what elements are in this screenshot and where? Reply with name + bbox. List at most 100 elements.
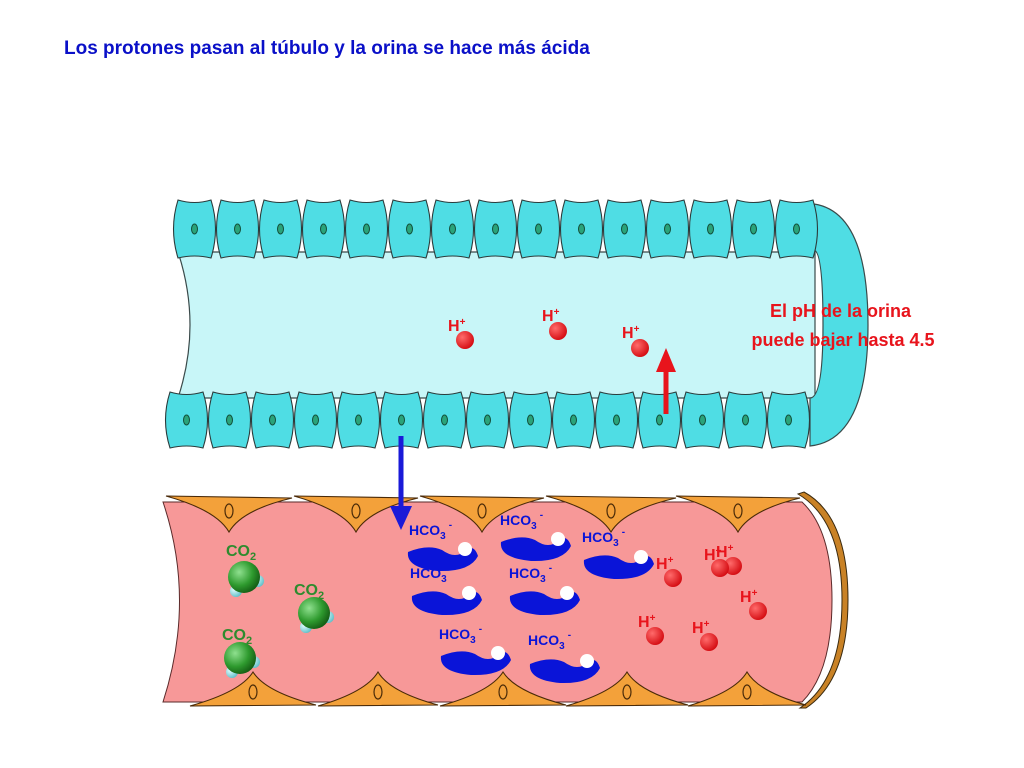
endothelial-cell	[439, 670, 567, 707]
carrier-notch	[491, 646, 505, 660]
carrier-shape	[411, 591, 482, 616]
co2-molecule: CO2	[222, 627, 260, 678]
endothelial-nucleus	[351, 503, 361, 519]
co2-label: CO2	[294, 582, 324, 602]
epithelial-cell	[293, 391, 338, 449]
endothelial-nucleus	[733, 503, 743, 519]
cell-nucleus	[535, 223, 542, 235]
epithelial-cell	[602, 199, 647, 259]
bicarbonate-charge: -	[568, 630, 571, 641]
endothelial-cell	[419, 495, 545, 534]
bicarbonate-charge: -	[549, 563, 552, 574]
bicarbonate-charge: -	[479, 624, 482, 635]
cell-nucleus	[269, 414, 276, 426]
tubule-lumen	[177, 251, 816, 399]
proton-dot	[456, 331, 474, 349]
epithelial-cell	[301, 199, 346, 259]
carrier-shape	[440, 651, 511, 676]
carrier-notch	[560, 586, 574, 600]
carrier-notch	[462, 586, 476, 600]
proton-charge: +	[728, 543, 734, 554]
bicarbonate-subscript: 3	[540, 574, 546, 585]
cell-nucleus	[707, 223, 714, 235]
epithelial-cell	[344, 199, 389, 259]
cell-nucleus	[664, 223, 671, 235]
cell-nucleus	[742, 414, 749, 426]
cell-nucleus	[277, 223, 284, 235]
co2-subscript: 2	[250, 551, 256, 563]
proton-charge: +	[634, 324, 640, 335]
endothelial-cell	[565, 670, 689, 707]
ph-annotation-line-2: puede bajar hasta 4.5	[751, 330, 934, 350]
epithelial-cell	[516, 199, 561, 259]
endothelial-nucleus	[477, 503, 487, 519]
bicarbonate-subscript: 3	[613, 538, 619, 549]
proton-charge: +	[752, 588, 758, 599]
cell-nucleus	[492, 223, 499, 235]
endothelial-cell	[675, 495, 801, 534]
carbon-atom	[298, 597, 330, 629]
epithelial-cell	[723, 391, 768, 449]
cell-nucleus	[613, 414, 620, 426]
proton-charge: +	[554, 307, 560, 318]
co2-subscript: 2	[318, 590, 324, 602]
bicarbonate-charge: -	[450, 563, 453, 574]
endothelial-body	[675, 495, 801, 534]
carrier-notch	[458, 542, 472, 556]
proton-charge: +	[716, 546, 722, 557]
cell-nucleus	[183, 414, 190, 426]
proton-charge: +	[650, 613, 656, 624]
endothelial-body	[317, 670, 439, 707]
co2-label: CO2	[226, 543, 256, 563]
cell-nucleus	[793, 223, 800, 235]
bicarbonate-subscript: 3	[531, 521, 537, 532]
epithelial-cell	[551, 391, 596, 449]
endothelial-nucleus	[248, 684, 258, 700]
peritubular-capillary	[162, 491, 849, 709]
endothelial-body	[687, 670, 807, 707]
carrier-shape	[529, 659, 600, 684]
bicarbonate-carrier: HCO3-	[528, 630, 600, 684]
transport-arrow	[390, 436, 412, 530]
proton-charge: +	[668, 555, 674, 566]
proton-dot	[711, 559, 729, 577]
tubule-bottom-cell-row	[164, 391, 811, 449]
carrier-shape	[583, 555, 654, 580]
epithelial-cell	[508, 391, 553, 449]
endothelial-cell	[165, 495, 293, 534]
renal-tubule	[164, 199, 869, 449]
epithelial-cell	[594, 391, 639, 449]
cell-nucleus	[191, 223, 198, 235]
endothelial-body	[439, 670, 567, 707]
epithelial-cell	[774, 199, 819, 259]
co2-molecule: CO2	[294, 582, 334, 633]
bicarbonate-charge: -	[622, 527, 625, 538]
cell-nucleus	[363, 223, 370, 235]
cell-nucleus	[312, 414, 319, 426]
endothelial-cell	[317, 670, 439, 707]
endothelial-cell	[189, 670, 317, 707]
capillary-rim	[796, 491, 849, 709]
carrier-shape	[509, 591, 580, 616]
cell-nucleus	[441, 414, 448, 426]
cell-nucleus	[355, 414, 362, 426]
cell-nucleus	[785, 414, 792, 426]
cell-nucleus	[527, 414, 534, 426]
endothelial-nucleus	[606, 503, 616, 519]
endothelial-cell	[687, 670, 807, 707]
cell-nucleus	[699, 414, 706, 426]
bicarbonate-carriers: HCO3-HCO3-HCO3-HCO3-HCO3-HCO3-HCO3-	[407, 510, 654, 684]
cell-nucleus	[320, 223, 327, 235]
cell-nucleus	[570, 414, 577, 426]
epithelial-cell	[379, 391, 424, 449]
endothelial-nucleus	[498, 684, 508, 700]
bicarbonate-charge: -	[449, 520, 452, 531]
epithelial-cell	[422, 391, 467, 449]
epithelial-cell	[559, 199, 604, 259]
ph-annotation-line-1: El pH de la orina	[770, 301, 912, 321]
carrier-notch	[634, 550, 648, 564]
proton: H+	[704, 546, 729, 577]
epithelial-cell	[207, 391, 252, 449]
carrier-notch	[580, 654, 594, 668]
